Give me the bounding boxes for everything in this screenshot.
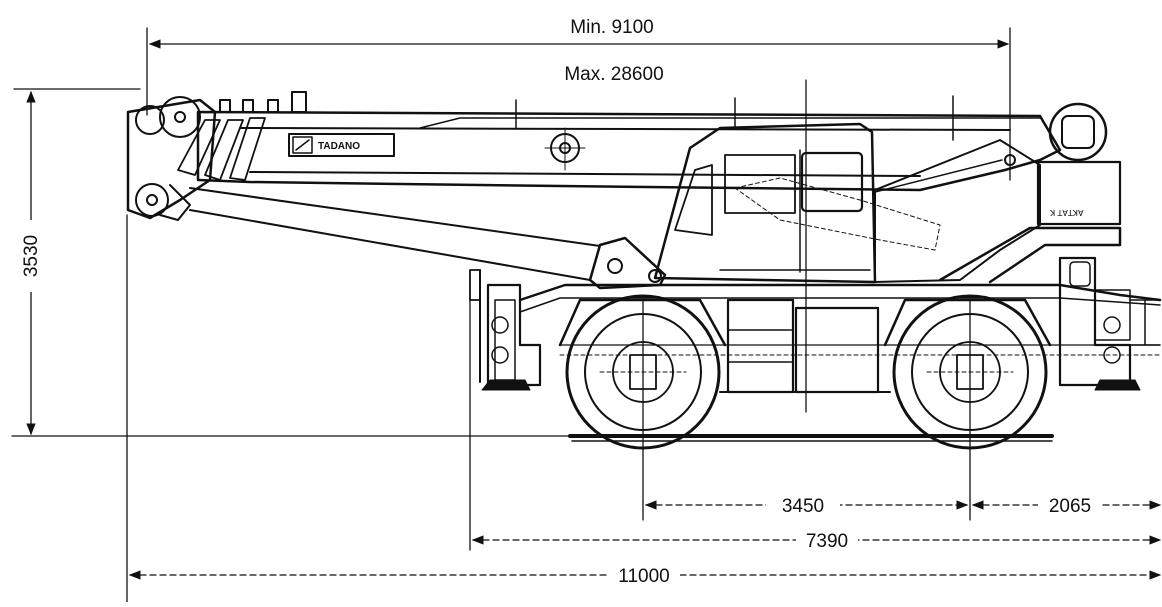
- plate-text: ꓘ ꓕꓯꓕꓘꓯ: [1049, 209, 1084, 218]
- fuel-tank: [794, 306, 880, 394]
- cab-side-window: [724, 154, 796, 214]
- rear-overhang-label: 2065: [1049, 496, 1091, 517]
- hook-block-icon: [135, 183, 169, 217]
- body-length-label: 7390: [806, 531, 848, 552]
- height-label: 3530: [21, 235, 42, 277]
- cab-front-window: [674, 164, 713, 236]
- crane-boom: TADANO: [126, 91, 1062, 281]
- dimension-labels: Min. 9100 Max. 28600 3530 3450 2065 7390…: [21, 17, 1091, 587]
- boom-head-sheave-icon: [159, 96, 201, 138]
- brand-plate: [288, 133, 395, 157]
- operator-cab: [653, 122, 941, 284]
- superstructure: ꓘ ꓕꓯꓕꓘꓯ: [874, 102, 1122, 284]
- winch-drum-icon: [1048, 102, 1108, 162]
- brand-text: TADANO: [318, 141, 360, 152]
- boom-pivot: [588, 236, 667, 290]
- boom-min-label: Min. 9100: [570, 17, 653, 38]
- overall-length-label: 11000: [618, 566, 669, 587]
- rear-outrigger: [1058, 256, 1161, 391]
- boom-max-label: Max. 28600: [564, 64, 663, 85]
- brand-logo-icon: [292, 136, 313, 154]
- front-wheel: [565, 294, 721, 450]
- rear-wheel: [892, 294, 1048, 450]
- wheelbase-label: 3450: [782, 496, 824, 517]
- tool-box: [726, 298, 795, 394]
- front-outrigger: [469, 269, 542, 391]
- cab-rear-window: [800, 151, 864, 213]
- ground: [568, 434, 1054, 442]
